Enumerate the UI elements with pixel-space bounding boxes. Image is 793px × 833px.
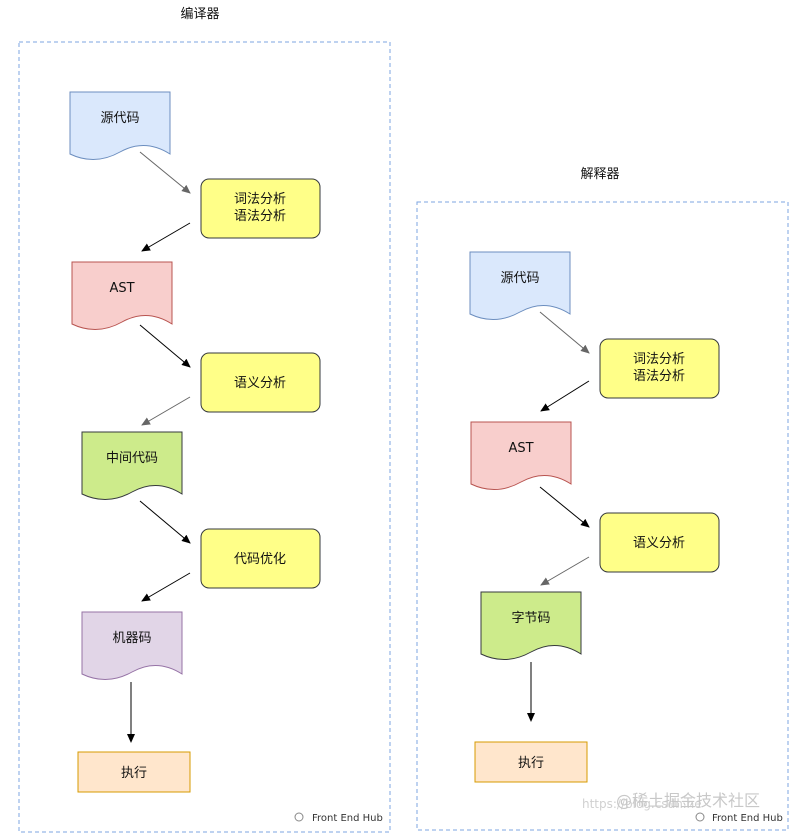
- compiler-arrow-ast-semantic: [139, 324, 191, 368]
- watermark-csdn-text: https://blog.csdn.ne: [582, 797, 702, 811]
- compiler-section: 编译器 源代码 词法分析 语法分析 AST 语义分析 中间代码: [18, 7, 391, 833]
- compiler-ir-label: 中间代码: [106, 451, 158, 466]
- compiler-container: [18, 41, 391, 833]
- compiler-execute-box[interactable]: 执行: [77, 751, 191, 793]
- compiler-semantic-process[interactable]: 语义分析: [200, 352, 321, 413]
- interpreter-semantic-process[interactable]: 语义分析: [599, 512, 720, 573]
- compiler-ast-doc[interactable]: AST: [71, 261, 173, 330]
- compiler-execute-label: 执行: [121, 766, 147, 781]
- compiler-arrow-optimize-machine: [141, 572, 191, 602]
- compiler-arrow-lex-ast: [141, 222, 191, 252]
- interpreter-lex-label: 词法分析: [633, 352, 685, 367]
- interpreter-section: 解释器 源代码 词法分析 语法分析 AST 语义分析 字节码 执行: [416, 167, 789, 831]
- interpreter-arrow-source-lex: [539, 311, 590, 354]
- interpreter-ast-label: AST: [508, 441, 533, 456]
- interpreter-arrow-lex-ast: [540, 380, 590, 412]
- compiler-source-doc[interactable]: 源代码: [69, 91, 171, 160]
- compiler-ast-label: AST: [109, 281, 134, 296]
- compiler-source-label: 源代码: [100, 111, 139, 126]
- watermark-left: Front End Hub: [294, 812, 383, 824]
- compiler-ir-doc[interactable]: 中间代码: [81, 431, 183, 500]
- compiler-syntax-label: 语法分析: [234, 209, 286, 224]
- compiler-optimize-process[interactable]: 代码优化: [200, 528, 321, 589]
- interpreter-execute-label: 执行: [518, 756, 544, 771]
- compiler-arrow-ir-optimize: [139, 500, 191, 544]
- compiler-lex-process[interactable]: 词法分析 语法分析: [200, 178, 321, 239]
- watermark-right: https://blog.csdn.ne @稀土掘金技术社区 Front End…: [582, 791, 783, 824]
- watermark-juejin-text: @稀土掘金技术社区: [616, 791, 760, 810]
- compiler-lex-label: 词法分析: [234, 192, 286, 207]
- interpreter-arrow-semantic-bytecode: [540, 556, 590, 586]
- watermark-logo-icon: [294, 812, 304, 822]
- interpreter-execute-box[interactable]: 执行: [474, 741, 588, 783]
- interpreter-semantic-label: 语义分析: [633, 536, 685, 551]
- watermark-right-text: Front End Hub: [712, 813, 783, 824]
- interpreter-lex-process[interactable]: 词法分析 语法分析: [599, 338, 720, 399]
- compiler-title: 编译器: [180, 7, 219, 22]
- interpreter-source-doc[interactable]: 源代码: [469, 251, 571, 320]
- watermark-left-text: Front End Hub: [312, 813, 383, 824]
- compiler-arrow-source-lex: [139, 151, 191, 194]
- watermark-logo-icon-2: [695, 812, 705, 822]
- compiler-machine-doc[interactable]: 机器码: [81, 611, 183, 680]
- interpreter-bytecode-doc[interactable]: 字节码: [480, 591, 582, 660]
- interpreter-arrow-ast-semantic: [539, 486, 590, 528]
- interpreter-syntax-label: 语法分析: [633, 369, 685, 384]
- compiler-machine-label: 机器码: [112, 631, 151, 646]
- interpreter-ast-doc[interactable]: AST: [470, 421, 572, 490]
- interpreter-title: 解释器: [580, 167, 619, 182]
- compiler-optimize-label: 代码优化: [234, 552, 286, 567]
- interpreter-container: [416, 201, 789, 831]
- compiler-arrow-semantic-ir: [141, 396, 191, 426]
- interpreter-source-label: 源代码: [500, 271, 539, 286]
- compiler-semantic-label: 语义分析: [234, 376, 286, 391]
- interpreter-bytecode-label: 字节码: [511, 611, 550, 626]
